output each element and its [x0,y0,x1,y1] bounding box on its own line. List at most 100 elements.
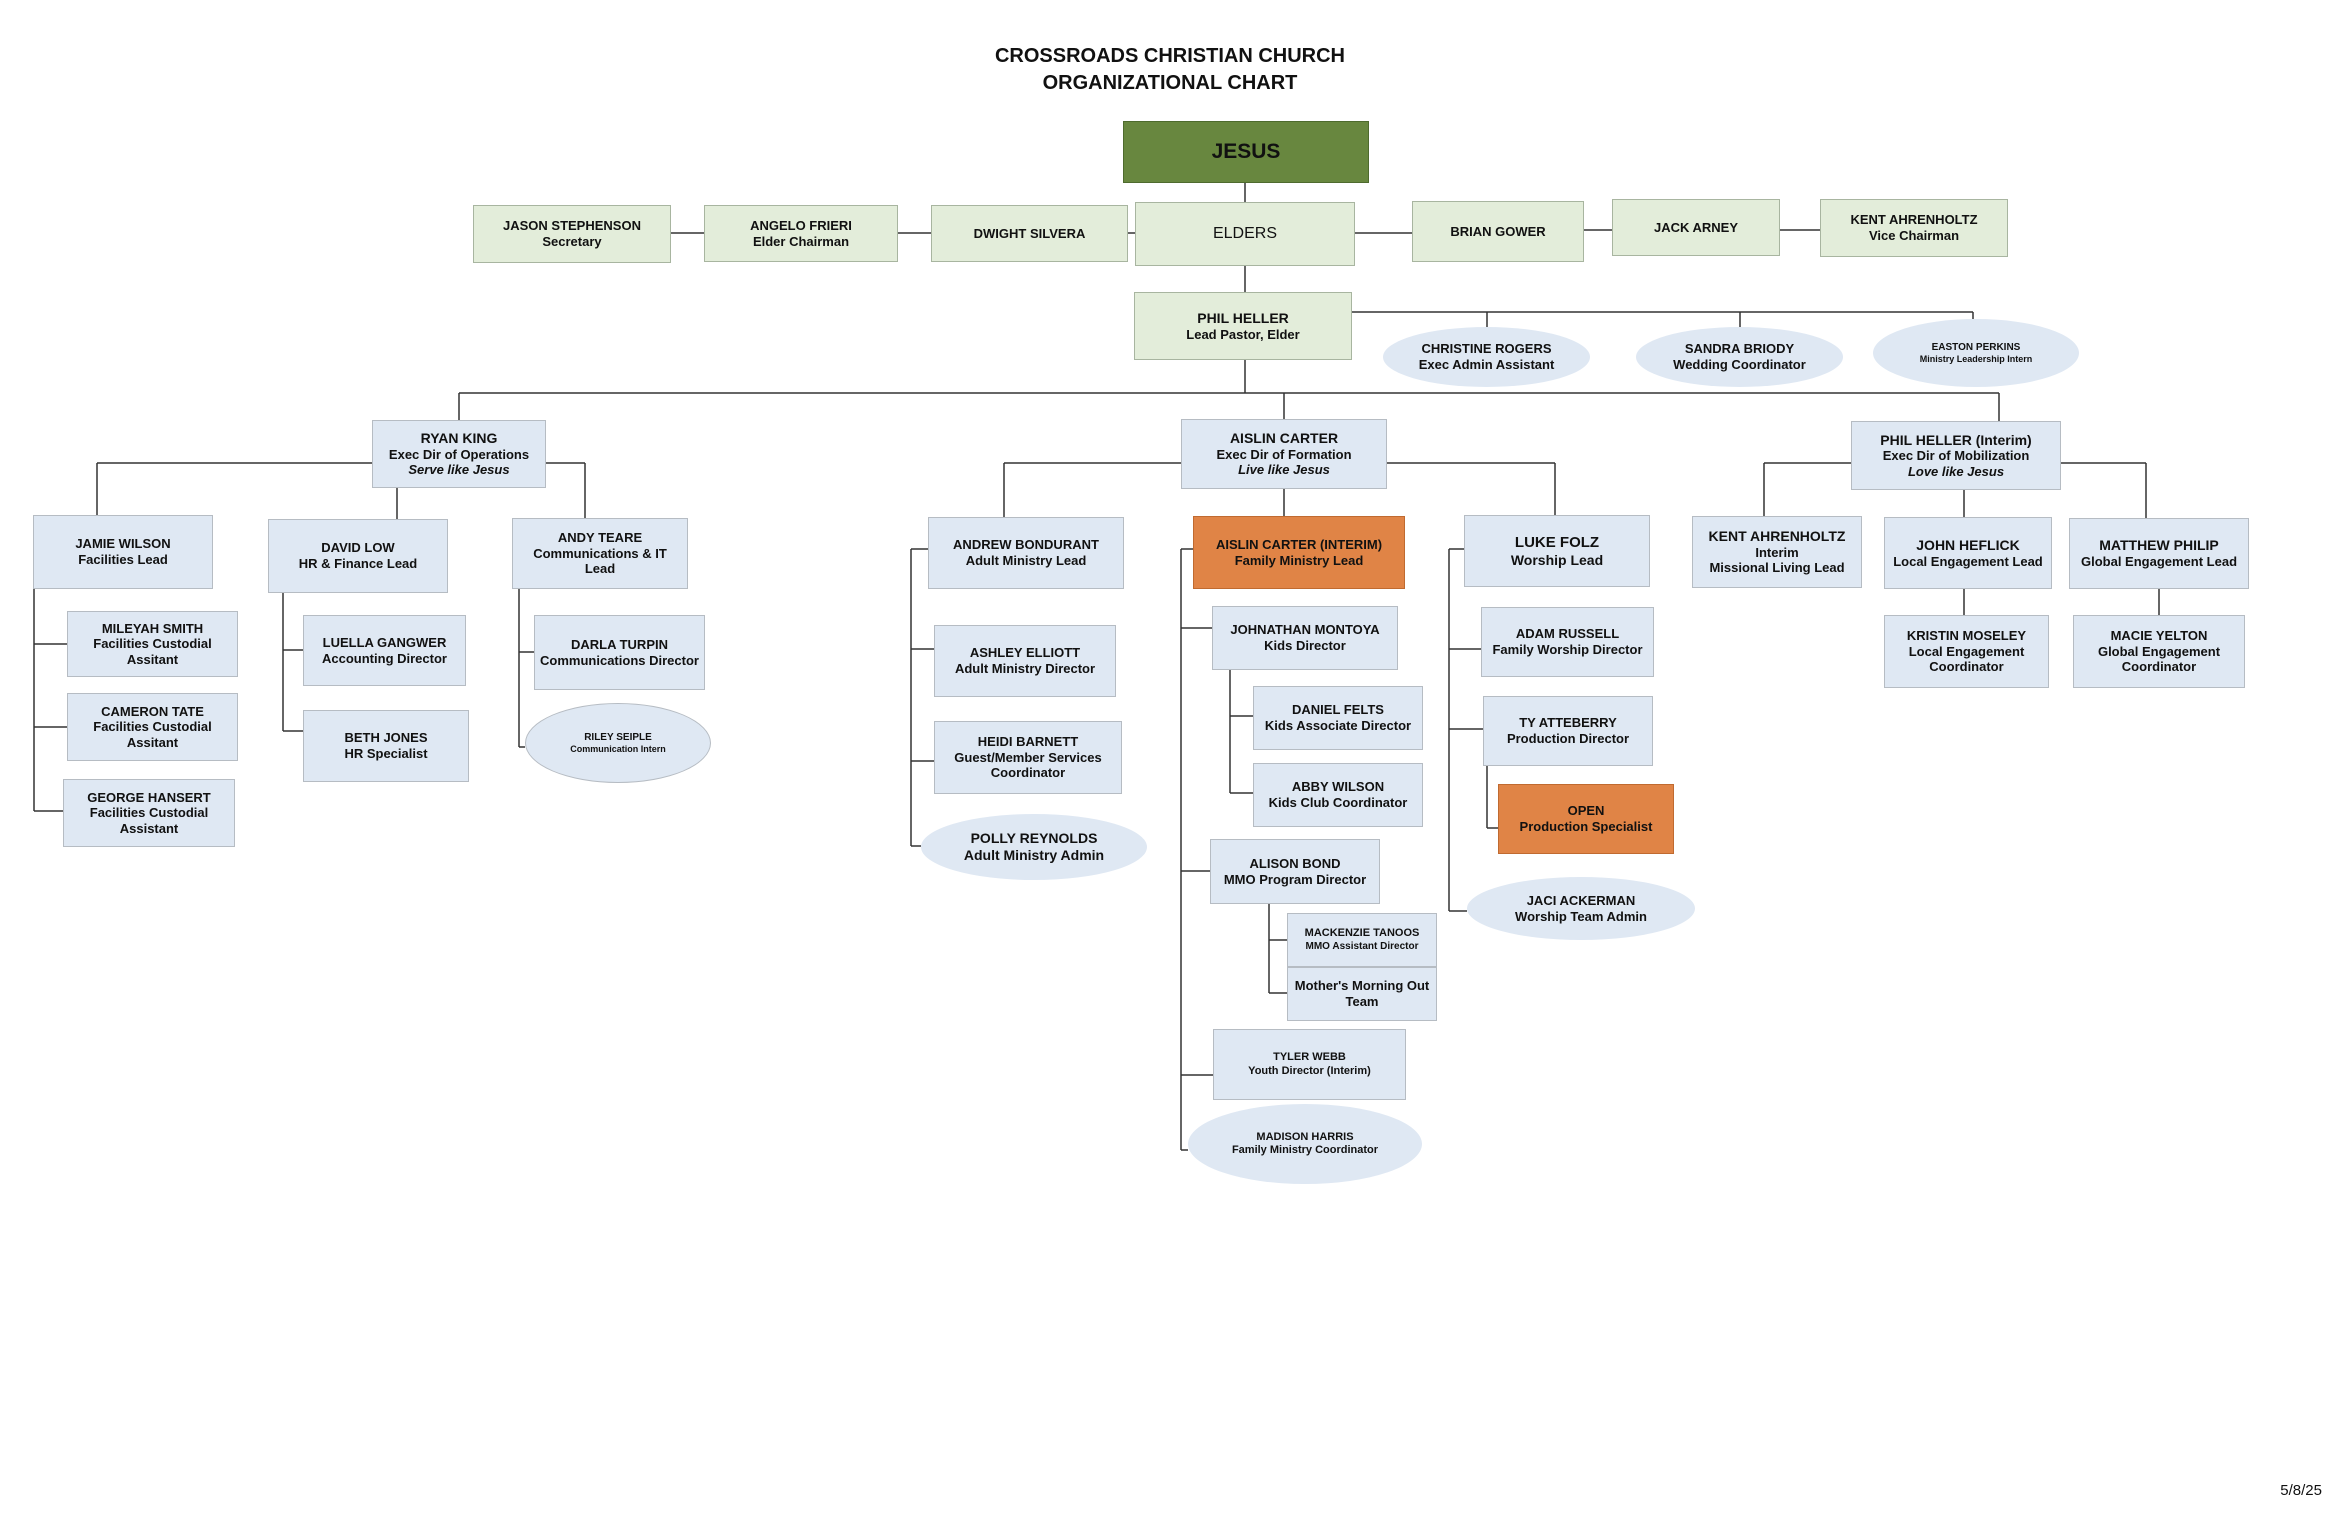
node-name: KENT AHRENHOLTZ [1708,528,1846,544]
node-name: SANDRA BRIODY [1684,341,1795,357]
node-role: Interim [1755,544,1799,560]
node-phil-heller-interim[interactable]: PHIL HELLER (Interim) Exec Dir of Mobili… [1851,421,2061,490]
node-tagline: Love like Jesus [1907,463,2005,479]
chart-date: 5/8/25 [2280,1482,2322,1499]
node-role: Adult Ministry Admin [963,847,1105,863]
node-role: Accounting Director [322,650,447,666]
node-name: MADISON HARRIS [1256,1130,1354,1143]
node-role-line2: Assitant [126,734,179,750]
node-name: MACIE YELTON [2110,628,2208,644]
node-andy-teare[interactable]: ANDY TEARE Communications & IT Lead [512,518,688,589]
node-role-line2: Coordinator [2121,659,2197,675]
node-role: Elder Chairman [752,233,850,249]
node-role-line2: Coordinator [990,765,1066,781]
node-role: Adult Ministry Director [954,661,1096,676]
node-role: Kids Director [1264,638,1346,653]
node-role-line2: Coordinator [1929,659,2004,675]
node-daniel-felts[interactable]: DANIEL FELTS Kids Associate Director [1253,686,1423,750]
node-name: Mother's Morning Out [1294,978,1430,994]
node-name: HEIDI BARNETT [977,734,1079,750]
node-jaci-ackerman[interactable]: JACI ACKERMAN Worship Team Admin [1467,877,1695,940]
node-name: KENT AHRENHOLTZ [1850,212,1978,228]
node-name: ELDERS [1212,225,1278,243]
node-beth-jones[interactable]: BETH JONES HR Specialist [303,710,469,782]
node-name: TYLER WEBB [1273,1051,1346,1064]
node-ty-atteberry[interactable]: TY ATTEBERRY Production Director [1483,696,1653,766]
node-mileyah-smith[interactable]: MILEYAH SMITH Facilities Custodial Assit… [67,611,238,677]
node-name: OPEN [1567,803,1605,819]
node-cameron-tate[interactable]: CAMERON TATE Facilities Custodial Assita… [67,693,238,761]
node-role: Production Director [1506,731,1630,746]
node-tyler-webb[interactable]: TYLER WEBB Youth Director (Interim) [1213,1029,1406,1100]
node-kristin-moseley[interactable]: KRISTIN MOSELEY Local Engagement Coordin… [1884,615,2049,688]
node-andrew-bondurant[interactable]: ANDREW BONDURANT Adult Ministry Lead [928,517,1124,589]
node-name: ALISON BOND [1249,855,1341,871]
node-role: Guest/Member Services [954,749,1102,765]
node-mmo-team[interactable]: Mother's Morning Out Team [1287,967,1437,1021]
node-elders[interactable]: ELDERS [1135,202,1355,266]
node-heidi-barnett[interactable]: HEIDI BARNETT Guest/Member Services Coor… [934,721,1122,794]
node-tagline: Serve like Jesus [408,462,510,478]
node-name: JACI ACKERMAN [1526,892,1636,908]
node-luella-gangwer[interactable]: LUELLA GANGWER Accounting Director [303,615,466,686]
node-jack-arney[interactable]: JACK ARNEY [1612,199,1780,256]
node-johnathan-montoya[interactable]: JOHNATHAN MONTOYA Kids Director [1212,606,1398,670]
node-name: JOHNATHAN MONTOYA [1230,622,1380,638]
node-adam-russell[interactable]: ADAM RUSSELL Family Worship Director [1481,607,1654,677]
node-open-position[interactable]: OPEN Production Specialist [1498,784,1674,854]
node-jesus[interactable]: JESUS [1123,121,1369,183]
node-tagline: Live like Jesus [1238,462,1330,478]
node-phil-heller[interactable]: PHIL HELLER Lead Pastor, Elder [1134,292,1352,360]
node-matthew-philip[interactable]: MATTHEW PHILIP Global Engagement Lead [2069,518,2249,589]
node-name: JESUS [1211,140,1281,164]
node-name: ASHLEY ELLIOTT [969,645,1081,661]
node-ashley-elliott[interactable]: ASHLEY ELLIOTT Adult Ministry Director [934,625,1116,697]
node-macie-yelton[interactable]: MACIE YELTON Global Engagement Coordinat… [2073,615,2245,688]
node-name: JACK ARNEY [1653,219,1739,235]
node-kent-ahrenholtz-vice-chairman[interactable]: KENT AHRENHOLTZ Vice Chairman [1820,199,2008,257]
chart-subtitle: ORGANIZATIONAL CHART [1042,72,1298,94]
node-abby-wilson[interactable]: ABBY WILSON Kids Club Coordinator [1253,763,1423,827]
node-role: Communications & IT Lead [533,545,667,577]
node-role: Vice Chairman [1868,228,1960,243]
node-ryan-king[interactable]: RYAN KING Exec Dir of Operations Serve l… [372,420,546,488]
node-riley-seiple[interactable]: RILEY SEIPLE Communication Intern [525,703,711,783]
node-luke-folz[interactable]: LUKE FOLZ Worship Lead [1464,515,1650,587]
node-darla-turpin[interactable]: DARLA TURPIN Communications Director [534,615,705,690]
node-george-hansert[interactable]: GEORGE HANSERT Facilities Custodial Assi… [63,779,235,847]
node-name: ANDY TEARE [557,530,643,546]
node-angelo-frieri[interactable]: ANGELO FRIERI Elder Chairman [704,205,898,262]
node-dwight-silvera[interactable]: DWIGHT SILVERA [931,205,1128,262]
node-role: Family Ministry Coordinator [1231,1144,1379,1156]
node-polly-reynolds[interactable]: POLLY REYNOLDS Adult Ministry Admin [921,814,1147,880]
node-kent-ahrenholtz[interactable]: KENT AHRENHOLTZ Interim Missional Living… [1692,516,1862,588]
node-easton-perkins[interactable]: EASTON PERKINS Ministry Leadership Inter… [1873,319,2079,387]
node-madison-harris[interactable]: MADISON HARRIS Family Ministry Coordinat… [1188,1104,1422,1184]
node-alison-bond[interactable]: ALISON BOND MMO Program Director [1210,839,1380,904]
node-role: Exec Dir of Operations [388,446,530,462]
node-role: Exec Dir of Formation [1216,446,1352,462]
node-david-low[interactable]: DAVID LOW HR & Finance Lead [268,519,448,593]
node-john-heflick[interactable]: JOHN HEFLICK Local Engagement Lead [1884,517,2052,589]
node-name: POLLY REYNOLDS [970,830,1098,847]
node-name: PHIL HELLER (Interim) [1880,431,2032,448]
node-aislin-carter[interactable]: AISLIN CARTER Exec Dir of Formation Live… [1181,419,1387,489]
node-christine-rogers[interactable]: CHRISTINE ROGERS Exec Admin Assistant [1383,327,1590,387]
node-name: PHIL HELLER [1197,309,1289,326]
node-role: Worship Lead [1510,551,1604,568]
node-role: Lead Pastor, Elder [1186,326,1300,342]
node-role: Adult Ministry Lead [965,553,1087,568]
node-jamie-wilson[interactable]: JAMIE WILSON Facilities Lead [33,515,213,589]
node-brian-gower[interactable]: BRIAN GOWER [1412,201,1584,262]
node-aislin-carter-interim[interactable]: AISLIN CARTER (INTERIM) Family Ministry … [1193,516,1405,589]
node-mackenzie-tanoos[interactable]: MACKENZIE TANOOS MMO Assistant Director [1287,913,1437,967]
node-name: BETH JONES [344,730,428,746]
node-name: DAVID LOW [321,540,395,556]
node-role: Facilities Lead [78,552,168,567]
node-name: TY ATTEBERRY [1519,715,1617,731]
node-jason-stephenson[interactable]: JASON STEPHENSON Secretary [473,205,671,263]
node-role: Secretary [542,234,602,249]
node-sandra-briody[interactable]: SANDRA BRIODY Wedding Coordinator [1636,327,1843,387]
node-role-line2: Assitant [126,651,179,667]
